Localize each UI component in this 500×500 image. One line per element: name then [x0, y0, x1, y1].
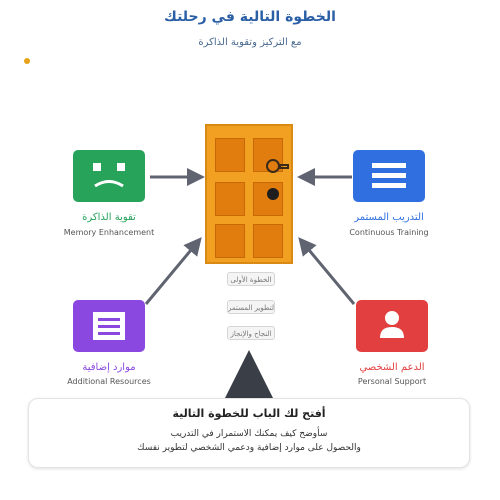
accent-dot	[24, 58, 30, 64]
card-line-1: سأوضح كيف يمكنك الاستمرار في التدريب	[170, 429, 328, 439]
memory-enhancement-label-en: Memory Enhancement	[63, 228, 155, 237]
summary-card: أفتح لك الباب للخطوة التالية سأوضح كيف ي…	[28, 398, 470, 468]
door-panel	[253, 182, 283, 216]
additional-resources-icon	[73, 300, 145, 352]
page-subtitle: مع التركيز وتقوية الذاكرة	[198, 37, 302, 48]
arrow-support-to-door	[298, 237, 356, 305]
key-icon	[266, 159, 280, 173]
card-title: أفتح لك الباب للخطوة التالية	[172, 407, 326, 420]
step-success: النجاح والإنجاز	[227, 326, 275, 340]
key-stem	[279, 164, 289, 169]
door-panel	[215, 182, 245, 216]
door-panel	[253, 224, 283, 258]
additional-resources-label-en: Additional Resources	[67, 377, 151, 386]
continuous-training-icon	[353, 150, 425, 202]
door-panel	[215, 224, 245, 258]
step-first: الخطوة الأولى	[227, 272, 275, 286]
memory-enhancement-label: تقوية الذاكرة	[82, 212, 136, 223]
menu-lines-icon	[372, 163, 406, 188]
door	[205, 124, 293, 264]
person-icon	[380, 311, 404, 338]
page-title: الخطوة التالية في رحلتك	[164, 9, 336, 25]
continuous-training-label: التدريب المستمر	[354, 212, 424, 223]
card-line-2: والحصول على موارد إضافية ودعمي الشخصي لت…	[137, 443, 361, 453]
personal-support-label-en: Personal Support	[357, 377, 427, 386]
document-icon	[93, 312, 125, 340]
step-development: التطوير المستمر	[227, 300, 275, 314]
door-panel	[215, 138, 245, 172]
sad-face-icon	[93, 163, 125, 188]
memory-enhancement-icon	[73, 150, 145, 202]
personal-support-icon	[356, 300, 428, 352]
arrow-resources-to-door	[144, 237, 202, 305]
additional-resources-label: موارد إضافية	[82, 362, 136, 373]
continuous-training-label-en: Continuous Training	[349, 228, 429, 237]
personal-support-label: الدعم الشخصي	[359, 362, 425, 373]
door-knob	[267, 188, 279, 200]
